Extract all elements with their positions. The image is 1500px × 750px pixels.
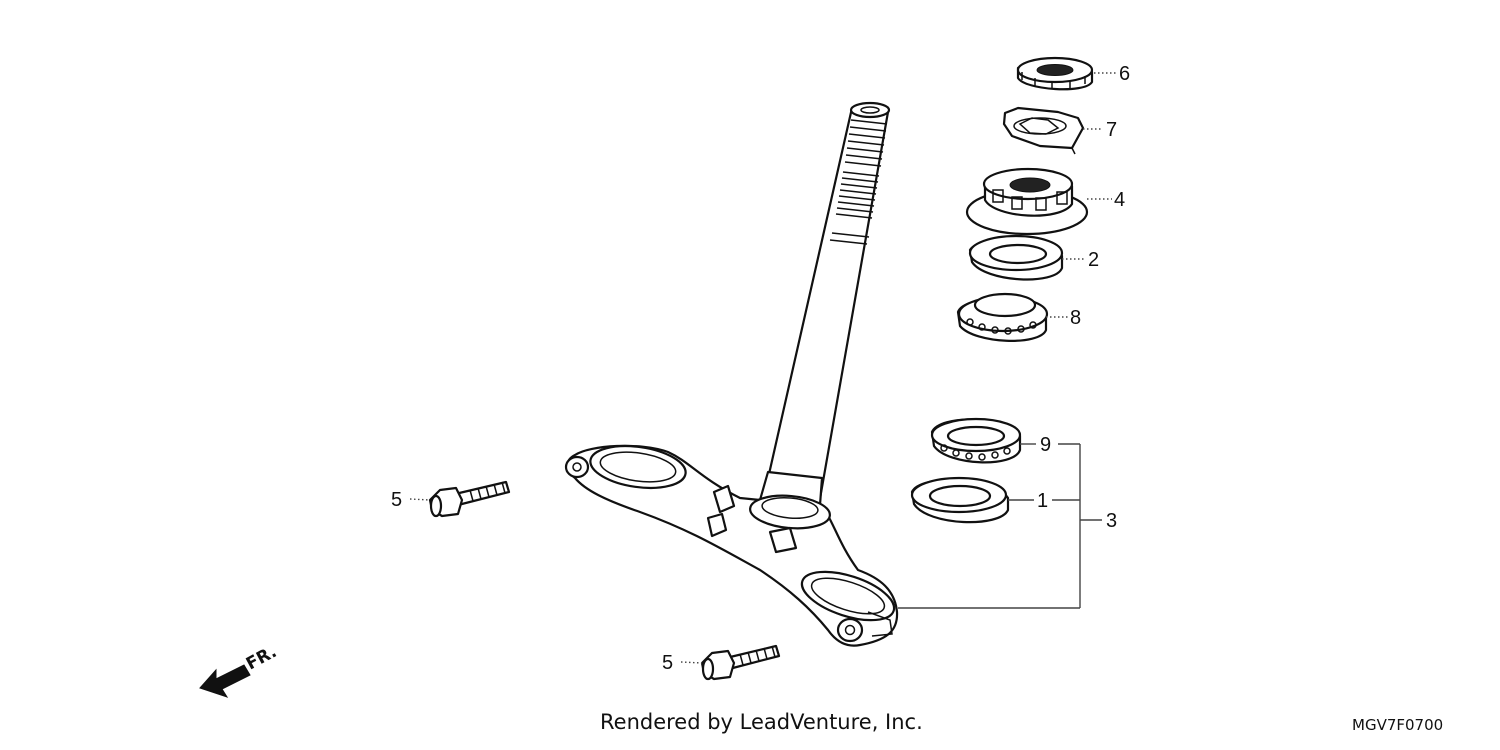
part-7-lock-washer (1002, 106, 1085, 155)
part-5-flange-bolt-upper (428, 480, 511, 518)
front-direction-label: FR. (243, 642, 280, 674)
part-6-lock-nut (1016, 56, 1094, 91)
callout-3: 3 (1106, 510, 1117, 532)
part-2-dust-seal (968, 234, 1064, 281)
callout-1: 1 (1037, 490, 1048, 512)
part-8-upper-bearing (956, 292, 1049, 342)
front-direction-arrow-icon: FR. (199, 642, 280, 698)
callout-7: 7 (1106, 119, 1117, 141)
callout-5-lower: 5 (662, 652, 673, 674)
lower-triple-clamp (564, 444, 899, 647)
part-1-lower-dust-seal (910, 476, 1010, 524)
leader-lines (409, 72, 1116, 664)
render-credit: Rendered by LeadVenture, Inc. (600, 710, 923, 734)
callout-2: 2 (1088, 249, 1099, 271)
callout-8: 8 (1070, 307, 1081, 329)
callout-4: 4 (1114, 189, 1125, 211)
assembly-bracket-3 (898, 443, 1102, 609)
callout-9: 9 (1040, 434, 1051, 456)
callout-6: 6 (1119, 63, 1130, 85)
part-5-flange-bolt-lower (700, 644, 781, 681)
steering-stem (758, 101, 891, 512)
diagram-code: MGV7F0700 (1352, 716, 1444, 734)
part-4-adjusting-nut (965, 167, 1089, 236)
callout-5-upper: 5 (391, 489, 402, 511)
part-9-lower-bearing (930, 417, 1022, 464)
